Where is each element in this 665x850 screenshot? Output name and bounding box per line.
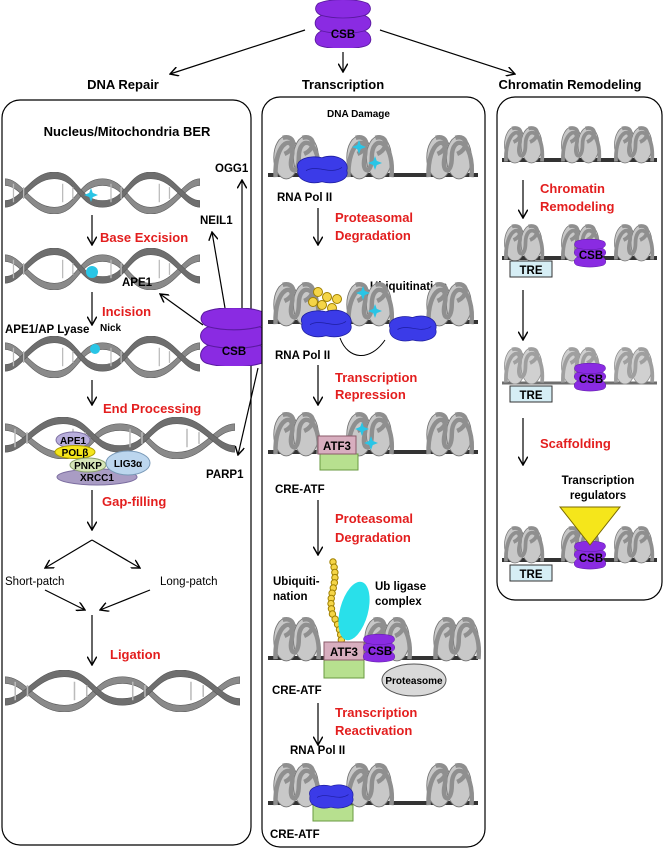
ub-ligase-label-a: Ub ligase <box>375 581 426 593</box>
step-transcription-repression-a: Transcription <box>335 370 417 385</box>
step-scaffolding: Scaffolding <box>540 436 611 451</box>
arrow <box>45 539 93 568</box>
csb-protein-icon <box>314 0 372 48</box>
tre-label: TRE <box>520 265 543 277</box>
arrow <box>212 232 226 309</box>
atf3-protein <box>317 435 357 455</box>
csb-label: CSB <box>222 346 246 358</box>
csb-label: CSB <box>579 250 603 262</box>
rna-pol-ii-label: RNA Pol II <box>275 350 330 362</box>
tre-element <box>509 260 553 278</box>
ubiquitination-label-a: Ubiquiti- <box>273 576 320 588</box>
tre-element <box>509 385 553 403</box>
tre-label: TRE <box>520 569 543 581</box>
dna-damage-label: DNA Damage <box>327 109 390 120</box>
proteasome-icon <box>381 663 447 697</box>
rna-pol-ii-icon <box>296 155 348 184</box>
step-end-processing: End Processing <box>103 401 201 416</box>
ogg1-target-label: OGG1 <box>215 163 249 175</box>
arrow <box>238 367 259 455</box>
release-line <box>339 337 386 356</box>
step-transcription-reactivation-b: Reactivation <box>335 723 412 738</box>
heading-chromatin-remodeling: Chromatin Remodeling <box>498 77 641 92</box>
cre-atf-label: CRE-ATF <box>270 829 320 841</box>
cre-atf-element <box>319 453 359 471</box>
step-ligation: Ligation <box>110 647 161 662</box>
rna-pol-ii-icon <box>300 309 352 338</box>
step-proteasomal-degradation-2a: Proteasomal <box>335 511 413 526</box>
released-rna-pol-ii-icon <box>389 315 437 342</box>
regulators-label-b: regulators <box>570 490 626 502</box>
step-transcription-repression-b: Repression <box>335 387 406 402</box>
heading-transcription: Transcription <box>302 77 384 92</box>
ubiquitination-label-b: nation <box>273 591 308 603</box>
arrow <box>160 294 204 326</box>
pnkp-label: PNKP <box>74 461 102 472</box>
ape1-ap-lyase-label: APE1/AP Lyase <box>5 324 89 336</box>
csb-label: CSB <box>579 553 603 565</box>
ub-ligase-complex-icon <box>338 581 370 641</box>
neil1-target-label: NEIL1 <box>200 215 233 227</box>
heading-dna-repair: DNA Repair <box>87 77 159 92</box>
csb-label: CSB <box>331 29 355 41</box>
proteasome-label: Proteasome <box>385 676 443 687</box>
tre-label: TRE <box>520 390 543 402</box>
arrow <box>44 589 85 610</box>
step-base-excision: Base Excision <box>100 230 188 245</box>
cre-atf-element <box>323 659 365 679</box>
step-proteasomal-degradation-2b: Degradation <box>335 530 411 545</box>
cre-atf-label: CRE-ATF <box>272 685 322 697</box>
csb-label: CSB <box>579 374 603 386</box>
ubiquitination-label: Ubiquitination <box>370 281 447 293</box>
atf3-protein <box>323 641 365 661</box>
tre-element <box>509 564 553 582</box>
csb-label: CSB <box>368 646 392 658</box>
chromatin-row-2 <box>268 283 478 326</box>
step-proteasomal-degradation-1b: Degradation <box>335 228 411 243</box>
xrcc1-label: XRCC1 <box>80 473 114 484</box>
rna-pol-ii-icon <box>309 784 354 809</box>
step-chromatin-remodeling-b: Remodeling <box>540 199 614 214</box>
chromatin-row-3 <box>268 413 478 456</box>
arrow <box>100 589 151 610</box>
cre-atf-label: CRE-ATF <box>275 484 325 496</box>
arrow <box>379 29 515 74</box>
chromatin-remodeling-panel <box>496 96 663 601</box>
step-transcription-reactivation-a: Transcription <box>335 705 417 720</box>
step-chromatin-remodeling-a: Chromatin <box>540 181 605 196</box>
long-patch-label: Long-patch <box>160 576 218 588</box>
step-incision: Incision <box>102 304 151 319</box>
short-patch-label: Short-patch <box>5 576 64 588</box>
polb-label: POLβ <box>62 448 89 459</box>
chromatin-row-c1 <box>502 125 657 165</box>
ub-ligase-label-b: complex <box>375 596 422 608</box>
step-gap-filling: Gap-filling <box>102 494 166 509</box>
lig3a-label: LIG3α <box>114 459 143 470</box>
transcription-regulator-icon <box>558 506 622 546</box>
nick-site-icon <box>90 344 100 354</box>
chromatin-row-5 <box>268 764 478 807</box>
arrow <box>170 29 306 74</box>
regulators-label-a: Transcription <box>562 475 635 487</box>
atf3-label: ATF3 <box>323 441 351 453</box>
polb-protein <box>54 445 96 459</box>
rna-pol-ii-label: RNA Pol II <box>290 745 345 757</box>
ber-title: Nucleus/Mitochondria BER <box>44 124 211 139</box>
rna-pol-ii-label: RNA Pol II <box>277 192 332 204</box>
lig3a-protein <box>105 450 151 476</box>
nick-label: Nick <box>100 323 122 334</box>
parp1-target-label: PARP1 <box>206 469 244 481</box>
arrow <box>91 539 140 568</box>
abasic-site-icon <box>86 266 98 278</box>
atf3-label: ATF3 <box>330 647 358 659</box>
ape1-protein-label: APE1 <box>60 436 87 447</box>
ape1-target-label: APE1 <box>122 277 153 289</box>
step-proteasomal-degradation-1a: Proteasomal <box>335 210 413 225</box>
